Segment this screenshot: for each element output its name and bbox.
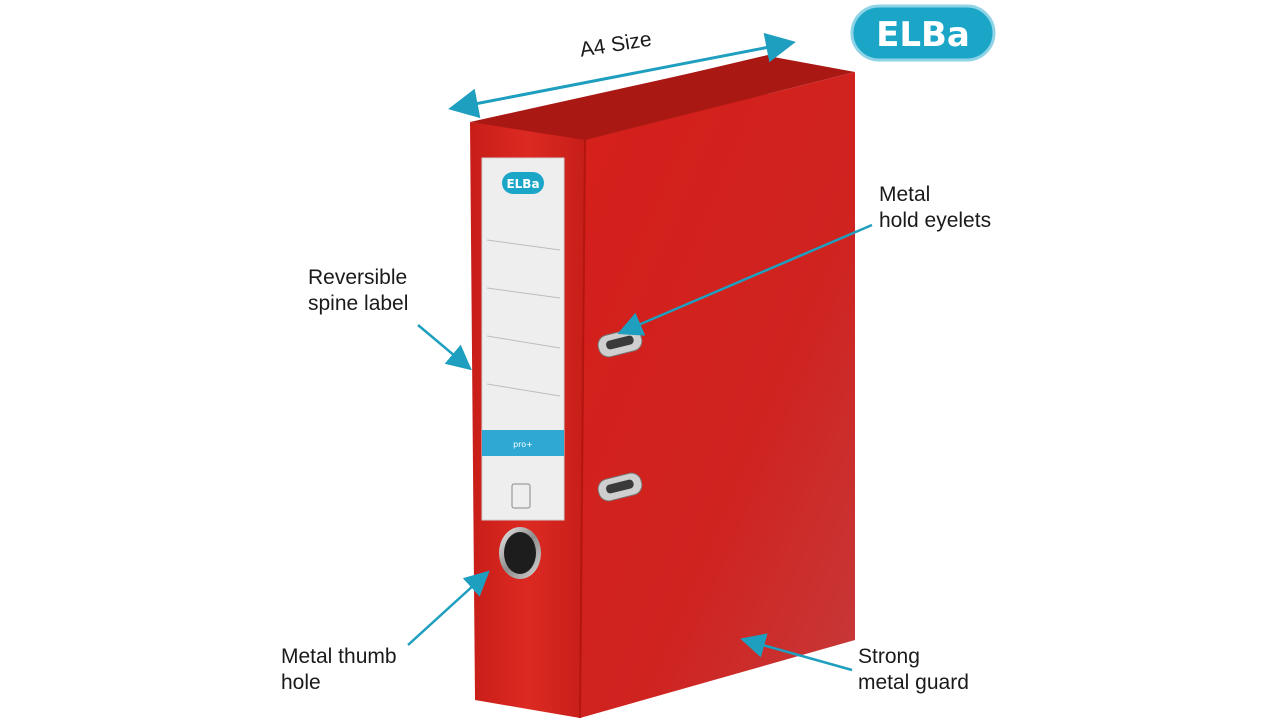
spine-strip-text: pro+ (513, 440, 533, 449)
metal-guard-callout: Strong metal guard (858, 644, 969, 696)
metal-guard-line-1: Strong (858, 645, 920, 668)
spine-label-callout: Reversible spine label (308, 265, 408, 317)
eyelets-line-1: Metal (879, 183, 931, 206)
metal-guard-arrow (740, 633, 853, 672)
thumb-hole-callout: Metal thumb hole (281, 644, 397, 696)
spine-label-strip (482, 430, 564, 456)
a4-size-arrow (448, 32, 796, 119)
brand-logo: ELBa (850, 4, 996, 62)
spine-label-card (481, 157, 565, 521)
spine-logo-badge (502, 172, 544, 194)
spine-label-line-1: Reversible (308, 266, 408, 289)
metal-eyelet-upper (597, 328, 643, 358)
eyelets-arrow (617, 223, 873, 336)
eyelets-line-2: hold eyelets (879, 209, 992, 232)
thumb-hole (504, 532, 536, 574)
eyelets-callout: Metal hold eyelets (879, 182, 991, 234)
metal-eyelet-lower (597, 472, 643, 502)
thumb-hole-line-2: hole (281, 671, 321, 694)
spine-label-line-2: spine label (308, 292, 409, 315)
thumb-hole-line-1: Metal thumb (281, 645, 397, 668)
spine-label-arrow (417, 324, 472, 371)
metal-guard-line-2: metal guard (858, 671, 969, 694)
brand-logo-text: ELBa (876, 15, 970, 55)
binder-front-cover (580, 72, 855, 718)
thumb-hole-arrow (407, 570, 490, 646)
spine-logo-text: ELBa (506, 177, 539, 191)
